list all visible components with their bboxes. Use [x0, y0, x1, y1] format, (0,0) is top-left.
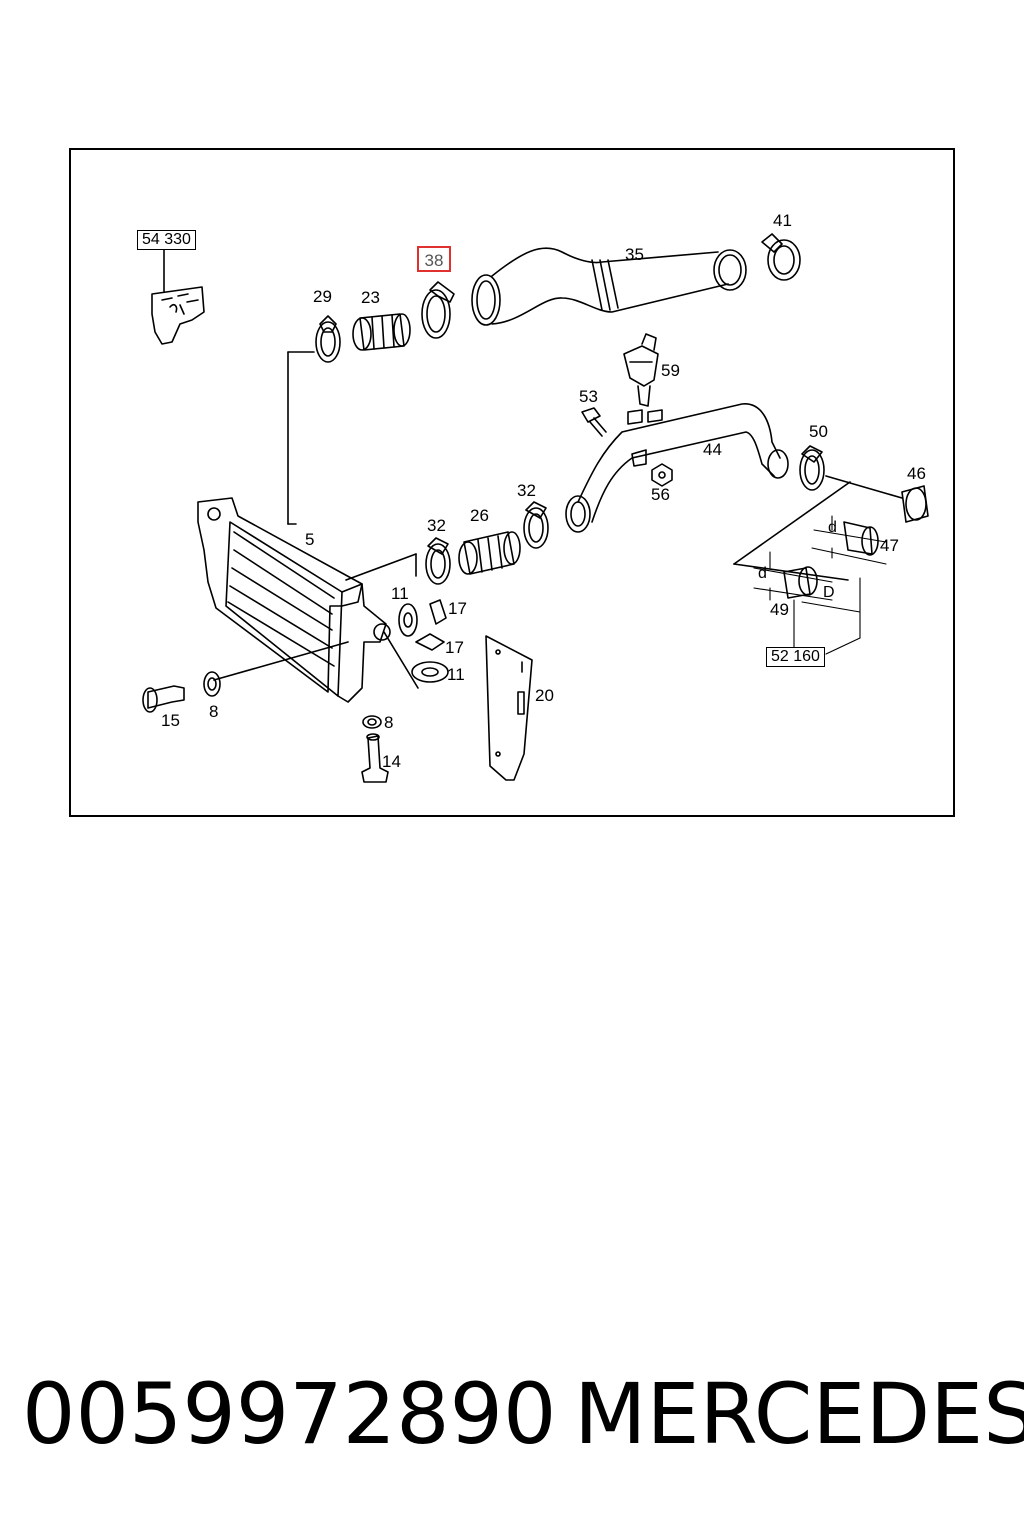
callout-8-left: 8 — [209, 702, 219, 721]
callout-35: 35 — [625, 245, 644, 264]
brand-caption: MERCEDES — [574, 1365, 1024, 1463]
dimension-label-d-lower: d — [758, 565, 767, 582]
bracket-20-part — [485, 635, 533, 781]
bolt-15-part — [142, 685, 185, 713]
callout-17-upper: 17 — [448, 599, 467, 618]
reference-box-lower[interactable]: 52 160 — [766, 647, 825, 667]
valve-59-part — [623, 333, 659, 407]
hose-clamp-50-part — [799, 445, 825, 491]
callout-17-lower: 17 — [445, 638, 464, 657]
sleeve-46-part — [825, 475, 929, 523]
reference-box-upper[interactable]: 54 330 — [137, 230, 196, 250]
callout-20: 20 — [535, 686, 554, 705]
callout-29: 29 — [313, 287, 332, 306]
callout-32-right: 32 — [517, 481, 536, 500]
dimension-lines — [753, 515, 887, 655]
bushing-8-left-part — [203, 671, 221, 697]
callout-11-lower: 11 — [447, 665, 465, 684]
charge-air-pipe-44-part — [565, 403, 789, 533]
hose-47-part — [733, 481, 879, 565]
callout-46: 46 — [907, 464, 926, 483]
hose-clamp-32-left-part — [425, 537, 451, 585]
callout-41: 41 — [773, 211, 792, 230]
washer-11-lower-part — [411, 661, 449, 683]
callout-53: 53 — [579, 387, 598, 406]
charge-air-hose-35-part — [471, 247, 747, 326]
intercooler-5-part — [197, 351, 419, 703]
bushing-8-lower-part — [362, 715, 382, 729]
hose-clamp-32-right-part — [523, 501, 549, 549]
callout-11-upper: 11 — [391, 584, 409, 603]
callout-23: 23 — [361, 288, 380, 307]
callout-5: 5 — [305, 530, 315, 549]
callout-47: 47 — [880, 536, 899, 555]
highlighted-part-label[interactable]: 38 — [417, 246, 451, 272]
callout-49: 49 — [770, 600, 789, 619]
hose-clamp-38-part — [421, 281, 455, 339]
sleeve-23-part — [352, 313, 411, 351]
sleeve-26-part — [458, 531, 521, 575]
callout-56: 56 — [651, 485, 670, 504]
washer-11-upper-part — [398, 603, 418, 637]
bolt-14-part — [361, 733, 389, 783]
callout-26: 26 — [470, 506, 489, 525]
clip-17-upper-part — [429, 599, 447, 625]
callout-15: 15 — [161, 711, 180, 730]
hose-49-part — [733, 563, 849, 599]
hose-clamp-41-part — [761, 233, 801, 281]
hose-clamp-29-part — [315, 315, 341, 363]
parts-diagram-drawing — [142, 233, 929, 783]
part-number-caption: 0059972890 — [22, 1365, 557, 1463]
nut-56-part — [651, 463, 673, 487]
callout-14: 14 — [382, 752, 401, 771]
callout-50: 50 — [809, 422, 828, 441]
callout-32-left: 32 — [427, 516, 446, 535]
pressure-sensor-part — [151, 248, 205, 345]
callout-59: 59 — [661, 361, 680, 380]
clip-17-lower-part — [415, 633, 445, 651]
callout-44: 44 — [703, 440, 722, 459]
parts-diagram-frame: 54 330 52 160 38 29 23 35 41 59 53 44 50… — [69, 148, 955, 817]
bolt-53-part — [581, 407, 607, 437]
callout-8-lower: 8 — [384, 713, 394, 732]
dimension-label-D: D — [823, 584, 835, 601]
dimension-label-d-upper: d — [828, 519, 837, 536]
